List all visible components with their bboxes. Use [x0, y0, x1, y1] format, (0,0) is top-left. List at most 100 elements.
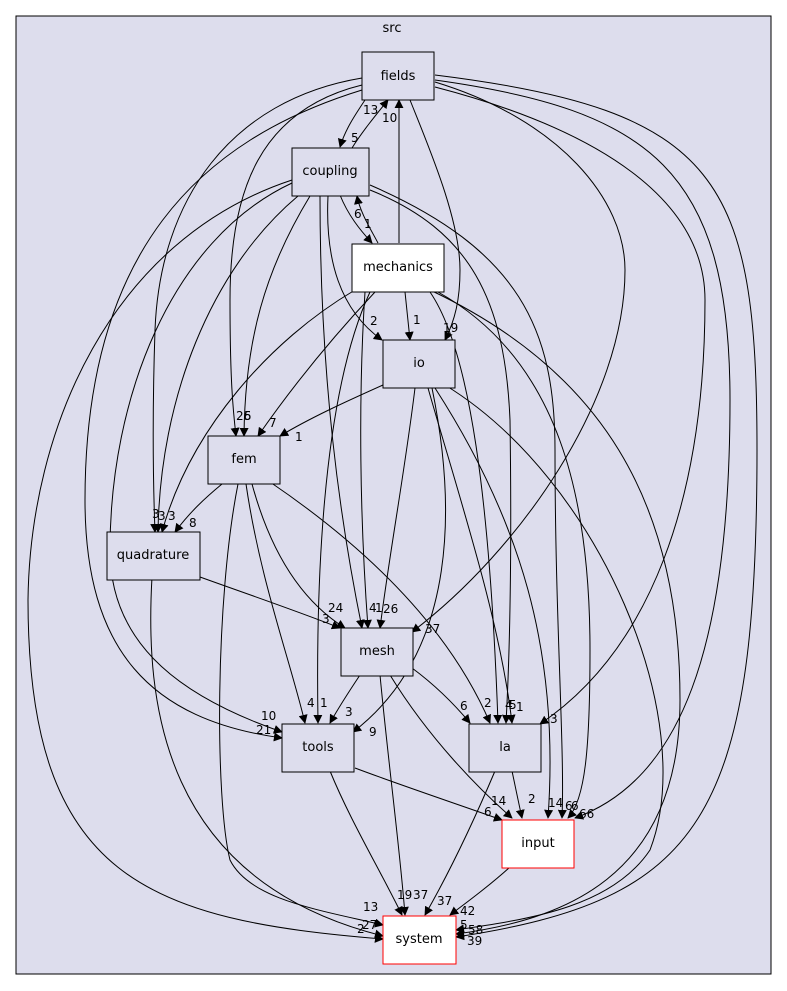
edge-coupling-io: [327, 195, 383, 341]
edge-label: 3: [345, 705, 353, 719]
edge-label: 2: [370, 314, 378, 328]
edge-label: 1: [375, 601, 383, 615]
edge-label: 42: [460, 904, 475, 918]
edge-label: 4: [369, 601, 377, 615]
node-la[interactable]: la: [468, 723, 542, 773]
node-box[interactable]: [106, 531, 201, 581]
edge-mechanics-fem: [257, 291, 376, 437]
edge-label: 14: [491, 794, 506, 808]
edge-label: 1: [364, 217, 372, 231]
edge-mechanics-la-b: [369, 189, 512, 724]
node-box[interactable]: [468, 723, 542, 773]
edge-label: 6: [460, 699, 468, 713]
node-tools[interactable]: tools: [281, 723, 355, 773]
edge-label: 58: [468, 923, 483, 937]
edge-label: 3: [152, 507, 160, 521]
edge-label: 6: [571, 799, 579, 813]
node-fem[interactable]: fem: [207, 435, 281, 485]
node-label: quadrature: [117, 548, 189, 563]
edge-label: 3: [322, 612, 330, 626]
edge-label: 24: [328, 601, 343, 615]
node-label: input: [521, 836, 554, 851]
edge-fem-mesh: [251, 483, 346, 629]
edge-coupling-tools: [109, 182, 293, 734]
edge-label: 3: [550, 712, 558, 726]
edge-coupling-fields: [351, 99, 389, 149]
edge-mechanics-input: [437, 291, 591, 819]
node-label: tools: [302, 740, 334, 755]
edge-la-system: [424, 770, 496, 916]
cluster-src: [15, 15, 772, 975]
edge-label: 2: [528, 792, 536, 806]
node-coupling[interactable]: coupling: [291, 147, 370, 197]
node-label: coupling: [302, 164, 357, 179]
node-mechanics[interactable]: mechanics: [351, 243, 445, 293]
node-fields[interactable]: fields: [361, 51, 435, 101]
edge-label: 6: [484, 805, 492, 819]
edge-la-input: [511, 770, 525, 819]
edge-io-tools: [352, 387, 447, 733]
edge-quad-mesh: [199, 576, 341, 630]
node-system[interactable]: system: [382, 915, 457, 965]
edge-label: 5: [509, 698, 517, 712]
edge-tools-system: [329, 770, 403, 916]
edge-fields-tools: [84, 89, 363, 742]
node-io[interactable]: io: [382, 339, 456, 389]
node-quadrature[interactable]: quadrature: [106, 531, 201, 581]
edge-io-input: [434, 387, 554, 819]
cluster-label: src: [383, 21, 402, 36]
edge-label: 9: [369, 725, 377, 739]
edge-fem-quad: [174, 483, 223, 533]
node-box[interactable]: [291, 147, 370, 197]
node-box[interactable]: [382, 915, 457, 965]
edge-quad-system: [150, 576, 384, 939]
edge-mechanics-mesh-a: [360, 291, 372, 629]
edge-label: 13: [363, 103, 378, 117]
node-box[interactable]: [361, 51, 435, 101]
edge-label: 1: [295, 430, 303, 444]
node-label: fem: [231, 452, 256, 467]
node-box[interactable]: [340, 627, 414, 677]
edge-label: 5: [351, 131, 359, 145]
edge-label: 7: [269, 416, 277, 430]
node-label: system: [396, 932, 443, 947]
node-mesh[interactable]: mesh: [340, 627, 414, 677]
edges: [27, 74, 758, 943]
edge-label: 26: [383, 602, 398, 616]
edge-label: 4: [505, 698, 513, 712]
node-box[interactable]: [351, 243, 445, 293]
edge-label: 26: [236, 409, 251, 423]
edge-fields-coupling: [337, 99, 366, 148]
edge-label: 2: [357, 922, 365, 936]
edge-label: 2: [484, 696, 492, 710]
edge-mechanics-mesh-b: [319, 195, 365, 629]
edge-label: 4: [307, 696, 315, 710]
node-box[interactable]: [281, 723, 355, 773]
edge-label: 14: [548, 796, 563, 810]
node-box[interactable]: [382, 339, 456, 389]
edge-mechanics-system: [429, 289, 681, 938]
node-box[interactable]: [501, 819, 575, 869]
edge-fields-input: [434, 79, 731, 820]
edge-label: 27: [362, 918, 377, 932]
edge-input-system: [449, 866, 511, 916]
node-label: mesh: [359, 644, 395, 659]
edge-labels: 5 13 10 6 1 19 2 1 26 5 7 1 3 3 3 8 3 24…: [152, 103, 594, 948]
edge-mechanics-io: [404, 291, 414, 341]
edge-coupling-quad: [153, 195, 299, 533]
edge-fem-tools: [245, 483, 308, 724]
edge-fields-fem-b: [239, 195, 311, 437]
edge-fem-la: [269, 481, 491, 724]
edge-label: 19: [443, 321, 458, 335]
edge-mesh-input: [389, 674, 513, 819]
node-label: mechanics: [363, 260, 433, 275]
node-box[interactable]: [207, 435, 281, 485]
node-label: io: [413, 356, 425, 371]
edge-mechanics-coupling: [354, 195, 379, 244]
edge-fields-io: [409, 99, 461, 341]
edge-label: 39: [467, 934, 482, 948]
edge-label: 5: [244, 409, 252, 423]
node-input[interactable]: input: [501, 819, 575, 869]
edge-fem-system: [219, 483, 384, 928]
